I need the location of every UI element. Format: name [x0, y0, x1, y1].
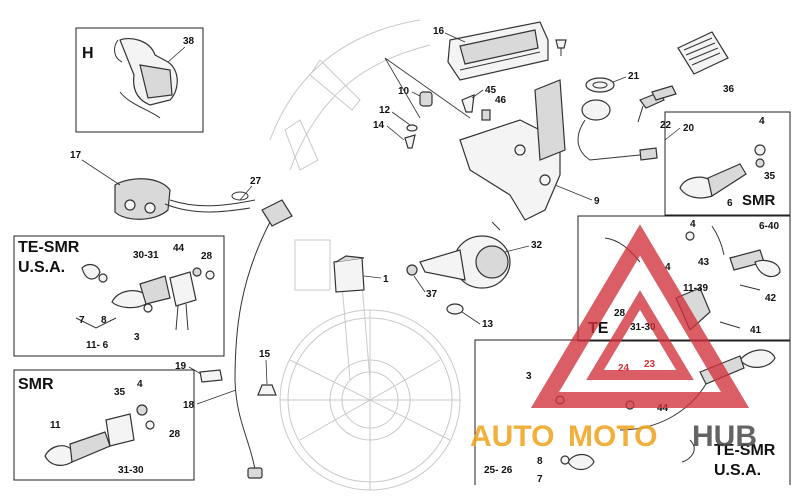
callout-24: 24: [618, 363, 630, 374]
part-45-bolt: [461, 94, 475, 113]
callout-27: 27: [250, 176, 262, 187]
screw-top: [555, 39, 567, 56]
part-1-relay: [333, 255, 365, 293]
callout-22: 22: [660, 120, 672, 131]
callout-36: 36: [723, 84, 735, 95]
callout-19: 19: [175, 361, 187, 372]
callout-18: 18: [183, 400, 195, 411]
callout-10: 10: [398, 86, 410, 97]
watermark-auto: AUTO: [470, 420, 554, 453]
callout-37: 37: [426, 289, 438, 300]
callout-3-left: 3: [134, 332, 140, 343]
callout-42: 42: [765, 293, 777, 304]
box-te-smr-usa-right-title-1: TE-SMR: [714, 442, 776, 459]
callout-4-smr-top: 4: [759, 116, 765, 127]
box-te: TE: [577, 215, 791, 342]
callout-6-40: 6-40: [759, 221, 779, 232]
callout-7-left: 7: [79, 315, 85, 326]
callout-8-left: 8: [101, 315, 107, 326]
box-te-smr-usa-right-title-2: U.S.A.: [714, 462, 761, 479]
box-smr-top: SMR: [664, 111, 791, 216]
callout-13: 13: [482, 319, 494, 330]
callout-28-te: 28: [614, 308, 626, 319]
watermark-hub: HUB: [692, 420, 757, 453]
callout-4-smr-bottom: 4: [137, 379, 143, 390]
callout-43: 43: [698, 257, 710, 268]
callout-4-te-a: 4: [690, 219, 696, 230]
part-38-cover: [114, 37, 178, 119]
background-motorcycle-outline: [269, 19, 461, 491]
callout-35-smr-bottom: 35: [114, 387, 126, 398]
part-15-grommet: [257, 384, 277, 396]
box-h: H 38: [75, 27, 204, 133]
part-17-switch: [114, 178, 256, 220]
callout-44-left: 44: [173, 243, 185, 254]
callout-1: 1: [383, 274, 389, 285]
part-46-spacer: [481, 109, 491, 121]
part-18-cable: [234, 199, 293, 479]
callout-11-6: 11- 6: [86, 340, 109, 351]
part-36-manual: [677, 31, 729, 75]
part-9-bracket: [459, 79, 566, 221]
part-19-clip: [199, 369, 223, 383]
box-smr-top-title: SMR: [742, 192, 776, 209]
callout-32: 32: [531, 240, 543, 251]
callout-4-te-b: 4: [665, 262, 671, 273]
part-21-ring: [585, 77, 615, 93]
callout-3-right: 3: [526, 371, 532, 382]
callout-7-right: 7: [537, 474, 543, 485]
callout-20: 20: [683, 123, 695, 134]
callout-12: 12: [379, 105, 391, 116]
callout-16: 16: [433, 26, 445, 37]
part-22-keys: [637, 85, 677, 123]
callout-28-left: 28: [201, 251, 213, 262]
callout-11-39: 11-39: [683, 283, 708, 294]
part-13-washer: [446, 303, 464, 315]
callout-6-smr-top: 6: [727, 198, 733, 209]
part-12-washer: [406, 124, 418, 132]
callout-35-smr-top: 35: [764, 171, 776, 182]
box-te-smr-usa-left: TE-SMR U.S.A.: [13, 235, 225, 357]
box-h-title: H: [82, 45, 94, 62]
watermark-text: AUTO MOTO HUB: [470, 420, 757, 453]
callout-25-26: 25- 26: [484, 465, 513, 476]
box-te-smr-usa-left-title-1: TE-SMR: [18, 239, 80, 256]
callout-17: 17: [70, 150, 82, 161]
callout-21: 21: [628, 71, 640, 82]
callout-14: 14: [373, 120, 385, 131]
watermark-moto: MOTO: [568, 420, 657, 453]
callout-41: 41: [750, 325, 762, 336]
box-smr-bottom-title: SMR: [18, 376, 54, 393]
callout-23: 23: [644, 359, 656, 370]
part-37-nut: [406, 264, 418, 276]
callout-31-30-smr-bottom: 31-30: [118, 465, 144, 476]
part-32-horn: [419, 221, 511, 289]
callout-38: 38: [183, 36, 195, 47]
part-10-bushing: [419, 91, 433, 107]
callout-9: 9: [594, 196, 600, 207]
box-smr-bottom: SMR: [13, 369, 195, 481]
box-te-smr-usa-left-title-2: U.S.A.: [18, 259, 65, 276]
callout-8-right: 8: [537, 456, 543, 467]
part-ignition-switch: [577, 99, 658, 161]
callout-46: 46: [495, 95, 507, 106]
callout-44-right: 44: [657, 403, 669, 414]
callout-45: 45: [485, 85, 497, 96]
callout-28-smr-bottom: 28: [169, 429, 181, 440]
watermark-logo: [530, 224, 750, 408]
callout-31-30-te: 31-30: [630, 322, 656, 333]
callout-11-smr-bottom: 11: [50, 420, 61, 431]
part-14-bolt: [404, 134, 416, 149]
part-16-instrument-cluster: [447, 21, 549, 81]
callout-15: 15: [259, 349, 271, 360]
callout-30-31: 30-31: [133, 250, 159, 261]
box-te-smr-usa-right: TE-SMR U.S.A.: [474, 339, 791, 485]
